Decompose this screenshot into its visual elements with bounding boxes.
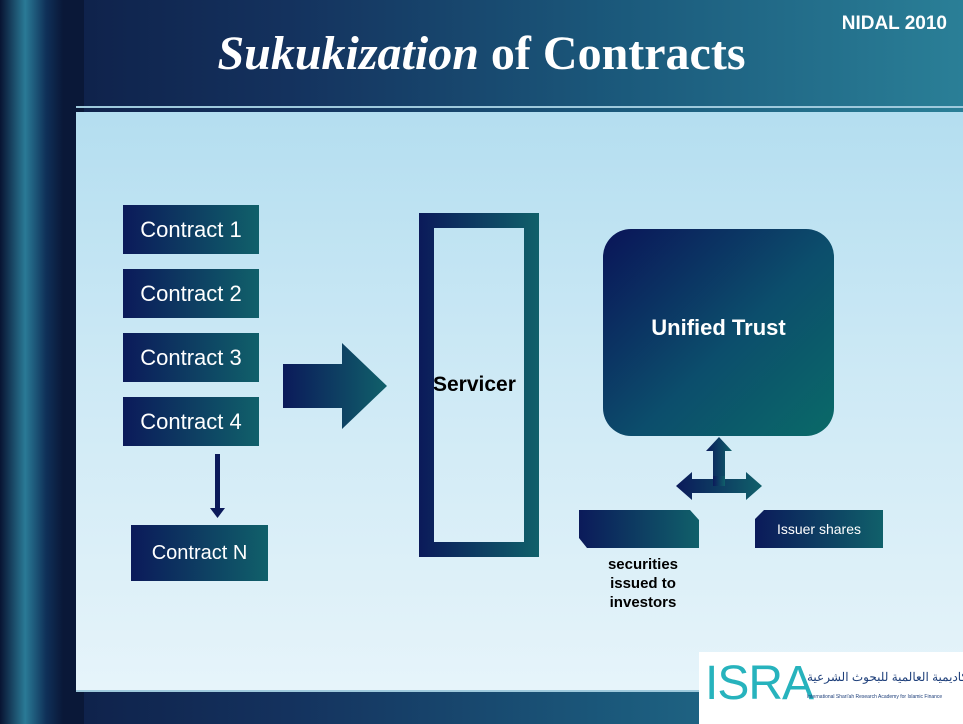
slide-title: Sukukization of Contracts bbox=[0, 26, 963, 81]
issuer-tab bbox=[755, 510, 883, 548]
contract-box-1: Contract 1 bbox=[123, 205, 259, 254]
corner-tag: NIDAL 2010 bbox=[841, 13, 947, 34]
isra-logo: ISRA الأكاديمية العالمية للبحوث الشرعية … bbox=[699, 652, 963, 724]
isra-logo-text: ISRA bbox=[705, 657, 814, 710]
down-arrow bbox=[210, 454, 225, 518]
securities-tab bbox=[579, 510, 699, 548]
unified-trust-label: Unified Trust bbox=[651, 314, 786, 340]
issuer-shares-label: Issuer shares bbox=[776, 521, 862, 537]
left-decor-band bbox=[0, 0, 84, 724]
right-block-arrow bbox=[283, 343, 387, 429]
isra-logo-subtitle: International Shari'ah Research Academy … bbox=[807, 694, 943, 700]
title-italic-part: Sukukization bbox=[217, 27, 479, 80]
servicer-label: Servicer bbox=[433, 373, 516, 396]
title-rest-part: of Contracts bbox=[478, 27, 746, 80]
contract-box-n: Contract N bbox=[131, 525, 268, 581]
securities-label: securities issued to investors bbox=[607, 556, 679, 611]
top-divider bbox=[76, 106, 963, 108]
contract-box-4: Contract 4 bbox=[123, 397, 259, 446]
four-way-arrow bbox=[676, 437, 762, 500]
contract-box-2: Contract 2 bbox=[123, 269, 259, 318]
isra-logo-arabic: الأكاديمية العالمية للبحوث الشرعية bbox=[807, 670, 963, 684]
bottom-divider bbox=[76, 690, 963, 692]
contract-box-3: Contract 3 bbox=[123, 333, 259, 382]
servicer-frame bbox=[419, 213, 539, 557]
unified-trust-box: Unified Trust bbox=[603, 229, 834, 436]
